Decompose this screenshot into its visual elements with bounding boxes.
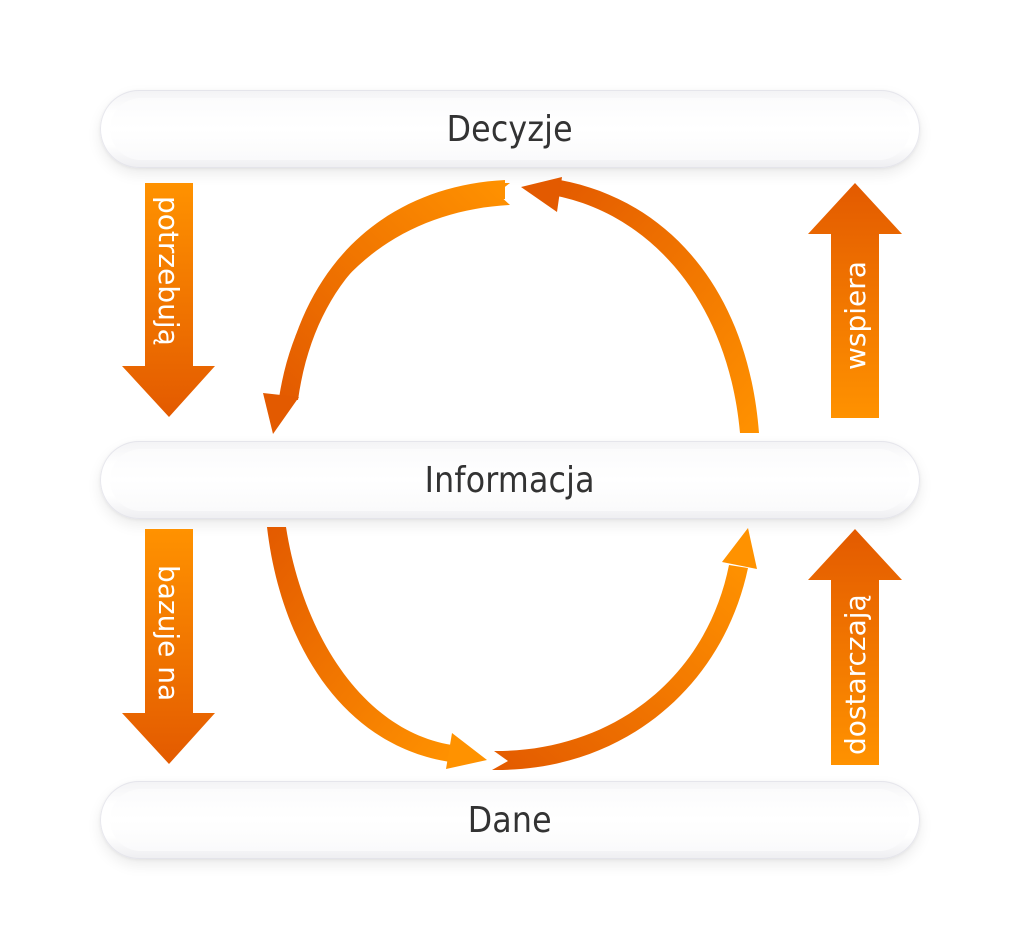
level-bar-inner: Decyzje bbox=[110, 98, 910, 160]
arrowhead bbox=[722, 528, 757, 569]
level-bar-inner: Informacja bbox=[110, 449, 910, 511]
level-bar-inner: Dane bbox=[110, 789, 910, 851]
up-arrow-shape bbox=[808, 529, 902, 765]
level-label-dane: Dane bbox=[467, 799, 553, 841]
cycle-arc-bottom-right bbox=[492, 528, 757, 771]
arrow-label-potrzebuja: potrzebują bbox=[152, 196, 185, 346]
level-label-informacja: Informacja bbox=[424, 459, 596, 501]
arrow-label-bazuje-na: bazuje na bbox=[152, 565, 185, 701]
arrow-bazuje-na: bazuje na bbox=[122, 529, 215, 764]
down-arrow-shape bbox=[122, 183, 215, 417]
arc-body bbox=[267, 527, 452, 762]
up-arrow-shape bbox=[808, 183, 902, 418]
arrow-wspiera: wspiera bbox=[808, 183, 902, 418]
cycle-arc-bottom-left bbox=[267, 527, 487, 769]
arrow-label-wspiera: wspiera bbox=[839, 261, 872, 370]
level-bar-dane: Dane bbox=[100, 781, 920, 859]
arc-body bbox=[557, 180, 759, 433]
arrow-label-dostarczaja: dostarczają bbox=[839, 594, 872, 755]
cycle-arc-top-right bbox=[521, 177, 759, 433]
arc-body-band bbox=[281, 180, 505, 400]
arrowhead bbox=[446, 733, 487, 769]
cycle-arc-top-left bbox=[263, 180, 510, 434]
down-arrow-shape bbox=[122, 529, 215, 764]
level-bar-informacja: Informacja bbox=[100, 441, 920, 519]
level-bar-decyzje: Decyzje bbox=[100, 90, 920, 168]
level-label-decyzje: Decyzje bbox=[446, 108, 574, 150]
arrow-dostarczaja: dostarczają bbox=[808, 529, 902, 765]
arrow-potrzebuja: potrzebują bbox=[122, 183, 215, 417]
arrowhead bbox=[263, 393, 299, 434]
arc-body bbox=[492, 565, 748, 771]
arrowhead bbox=[521, 177, 562, 212]
